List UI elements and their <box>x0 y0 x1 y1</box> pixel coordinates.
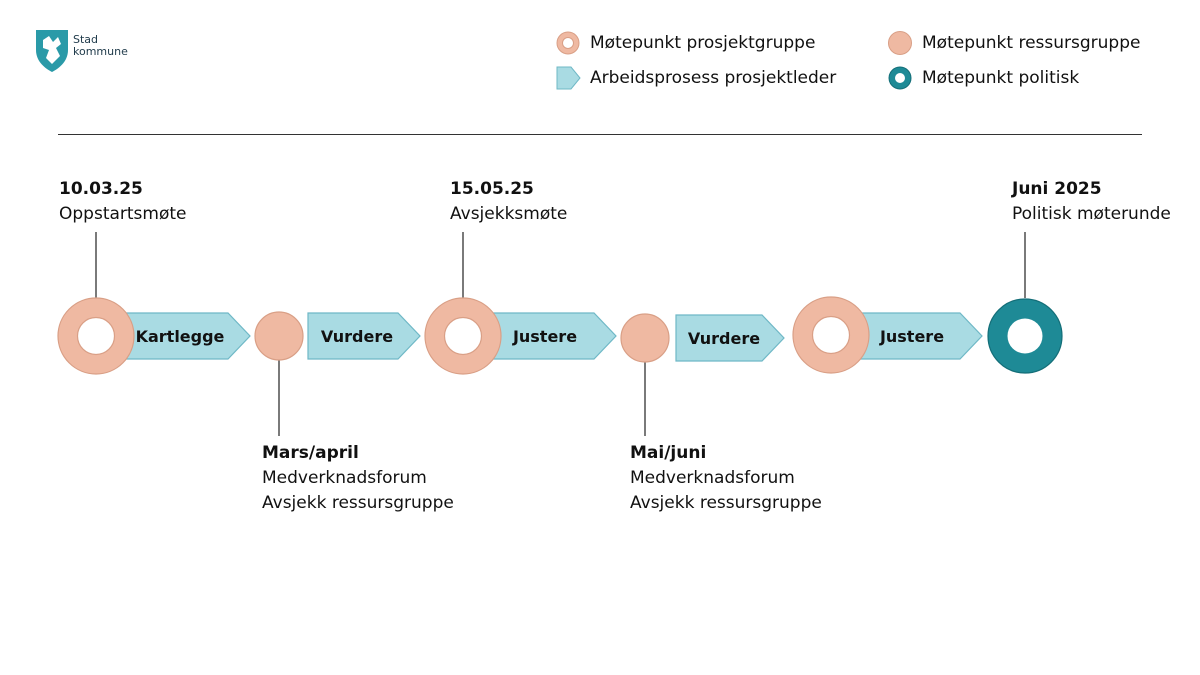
milestone-label-check: 15.05.25 Avsjekksmøte <box>450 177 567 227</box>
milestone-date: 10.03.25 <box>59 179 143 199</box>
resource-date: Mai/juni <box>630 443 707 463</box>
process-arrow-kartlegge: Kartlegge <box>119 312 251 360</box>
ring-icon <box>556 31 580 55</box>
resource-line2: Avsjekk ressursgruppe <box>262 493 454 513</box>
arrow-label: Vurdere <box>688 329 760 348</box>
legend-politisk: Møtepunkt politisk <box>886 65 1079 91</box>
meeting-dot-ressursgruppe-1 <box>254 311 304 361</box>
logo-text-line2: kommune <box>73 45 128 58</box>
arrow-label: Kartlegge <box>136 327 225 346</box>
header-divider <box>58 134 1142 135</box>
milestone-text: Politisk møterunde <box>1012 204 1171 224</box>
resource-label-2: Mai/juni Medverknadsforum Avsjekk ressur… <box>630 441 822 516</box>
process-arrow-justere-1: Justere <box>489 312 617 360</box>
milestone-label-start: 10.03.25 Oppstartsmøte <box>59 177 187 227</box>
arrow-shape-icon <box>556 66 581 90</box>
milestone-text: Oppstartsmøte <box>59 204 187 224</box>
legend-prosjektleder: Arbeidsprosess prosjektleder <box>554 65 836 91</box>
legend-label: Møtepunkt politisk <box>922 68 1080 88</box>
legend-label: Møtepunkt ressursgruppe <box>922 33 1141 53</box>
meeting-ring-politisk <box>987 298 1063 374</box>
resource-line1: Medverknadsforum <box>630 468 795 488</box>
meeting-ring-prosjektgruppe-3 <box>792 296 870 374</box>
process-arrow-vurdere-1: Vurdere <box>307 312 421 360</box>
resource-date: Mars/april <box>262 443 359 463</box>
logo-text: Stad kommune <box>73 34 128 58</box>
legend-ressursgruppe: Møtepunkt ressursgruppe <box>886 30 1140 56</box>
legend-prosjektgruppe: Møtepunkt prosjektgruppe <box>554 30 815 56</box>
arrow-label: Vurdere <box>321 327 393 346</box>
arrow-label: Justere <box>879 327 944 346</box>
coat-of-arms-icon <box>36 30 68 72</box>
resource-line1: Medverknadsforum <box>262 468 427 488</box>
milestone-label-political: Juni 2025 Politisk møterunde <box>1012 177 1171 227</box>
process-arrow-vurdere-2: Vurdere <box>675 314 785 362</box>
resource-label-1: Mars/april Medverknadsforum Avsjekk ress… <box>262 441 454 516</box>
milestone-text: Avsjekksmøte <box>450 204 568 224</box>
meeting-ring-prosjektgruppe-2 <box>424 297 502 375</box>
stad-kommune-logo <box>34 28 134 74</box>
dot-icon <box>888 31 912 55</box>
teal-ring-icon <box>888 66 912 90</box>
resource-line2: Avsjekk ressursgruppe <box>630 493 822 513</box>
meeting-ring-prosjektgruppe-1 <box>57 297 135 375</box>
legend-label: Møtepunkt prosjektgruppe <box>590 33 816 53</box>
arrow-label: Justere <box>512 327 577 346</box>
milestone-date: 15.05.25 <box>450 179 534 199</box>
process-arrow-justere-2: Justere <box>857 312 983 360</box>
milestone-date: Juni 2025 <box>1012 179 1102 199</box>
meeting-dot-ressursgruppe-2 <box>620 313 670 363</box>
legend-label: Arbeidsprosess prosjektleder <box>590 68 837 88</box>
logo-text-line1: Stad <box>73 33 99 46</box>
